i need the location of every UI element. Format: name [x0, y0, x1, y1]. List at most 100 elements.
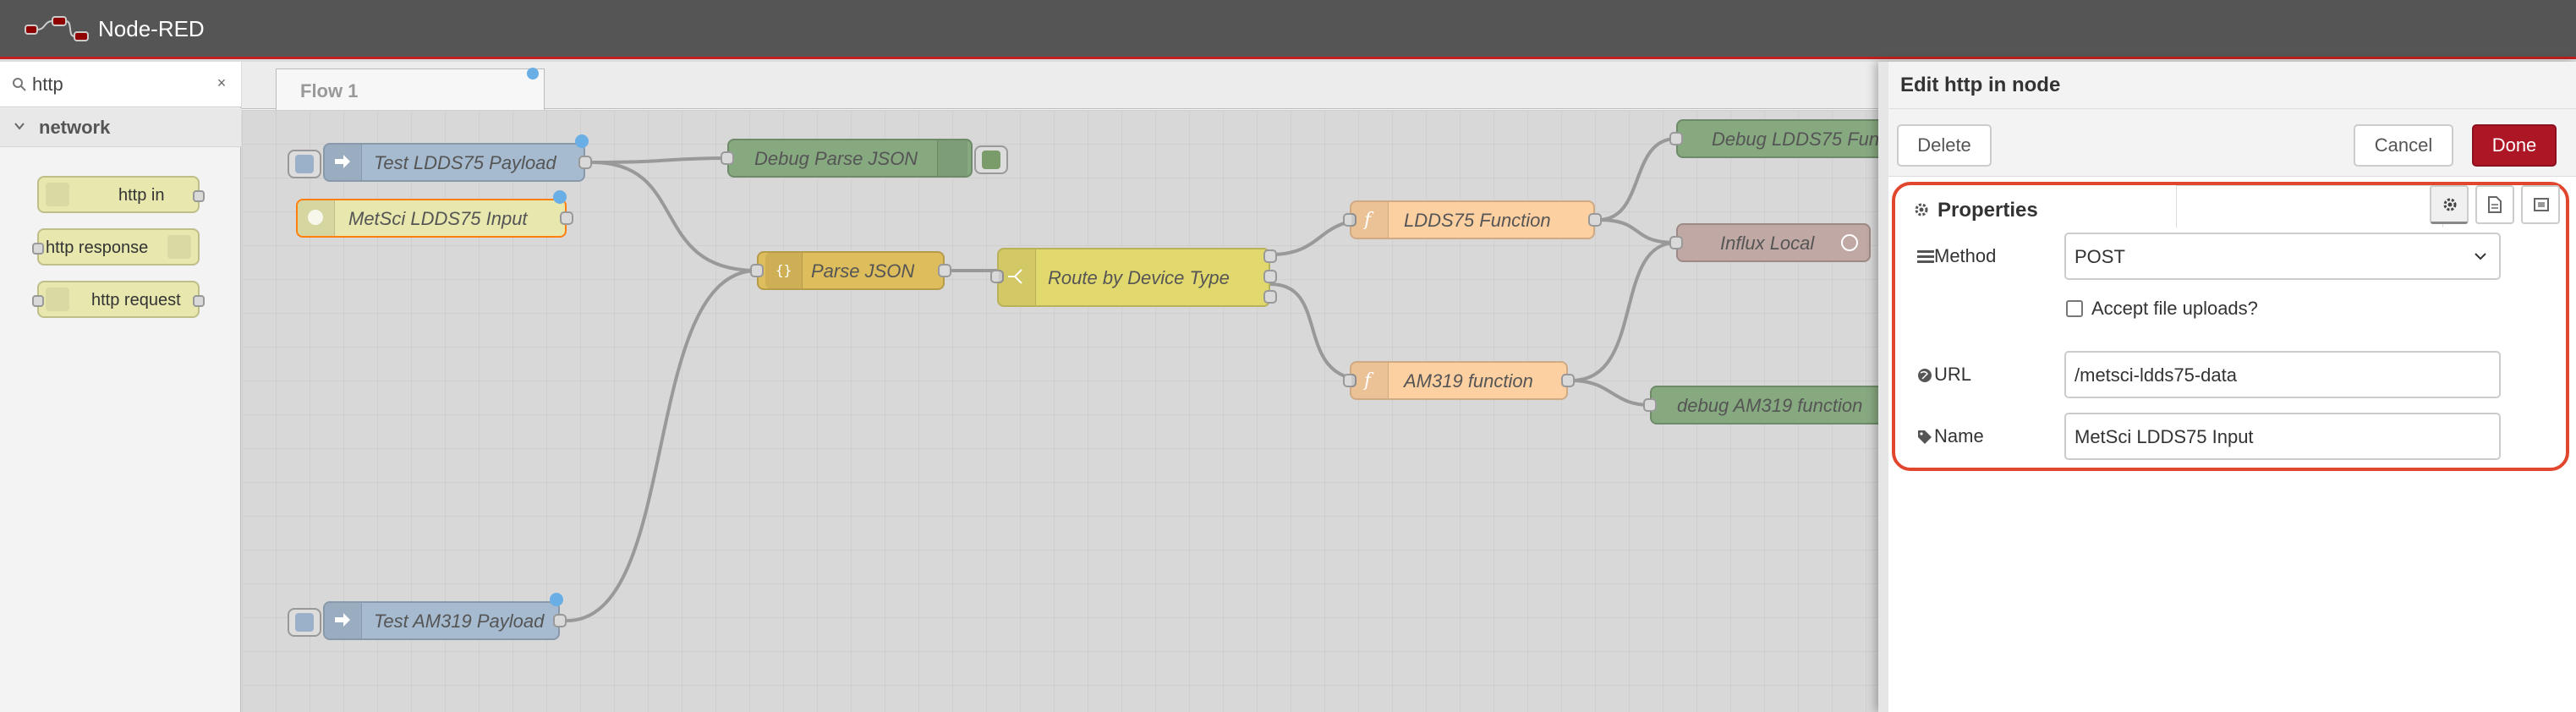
name-row: Name MetSci LDDS75 Input — [1912, 413, 2555, 463]
output-port[interactable] — [553, 614, 567, 627]
url-input[interactable]: /metsci-ldds75-data — [2064, 351, 2501, 398]
node-debug-am319-function[interactable]: debug AM319 function — [1643, 386, 1887, 424]
debug-list-icon — [937, 140, 967, 176]
input-port[interactable] — [1343, 374, 1357, 387]
input-port[interactable] — [1669, 236, 1683, 249]
input-port[interactable] — [1343, 213, 1357, 227]
appearance-icon — [2534, 198, 2549, 211]
properties-title: Properties — [1937, 199, 2038, 222]
node-debug-ldds75-function[interactable]: Debug LDDS75 Fun — [1669, 119, 1896, 158]
input-port[interactable] — [1669, 132, 1683, 145]
node-test-ldds75-payload[interactable]: Test LDDS75 Payload — [288, 134, 592, 182]
changed-indicator — [527, 68, 539, 79]
palette-node-http-response[interactable]: http response — [32, 228, 200, 266]
inject-node-icon — [325, 603, 362, 638]
input-port[interactable] — [750, 264, 764, 277]
gear-icon — [2443, 198, 2457, 211]
output-port[interactable] — [1588, 213, 1602, 227]
output-port[interactable] — [193, 190, 205, 202]
palette-node-http-request[interactable]: http request — [32, 281, 205, 318]
output-port[interactable] — [560, 211, 573, 225]
palette-category-network[interactable]: network — [0, 108, 241, 147]
output-port-3[interactable] — [1263, 290, 1277, 304]
properties-panel: Properties Method POST — [1892, 182, 2569, 471]
flow-wires — [566, 137, 1677, 622]
chevron-down-icon — [2475, 253, 2486, 260]
clear-search-icon[interactable]: × — [216, 74, 227, 91]
editor-title: Edit http in node — [1900, 74, 2061, 96]
output-port[interactable] — [1561, 374, 1575, 387]
node-debug-parse-json[interactable]: Debug Parse JSON — [721, 139, 1008, 178]
palette-category-label: network — [39, 117, 111, 138]
input-port[interactable] — [1643, 398, 1657, 412]
globe-icon — [46, 183, 69, 206]
output-port-1[interactable] — [1263, 249, 1277, 263]
tab-flow-1[interactable]: Flow 1 — [276, 68, 545, 110]
node-route-by-device-type[interactable]: Route by Device Type — [990, 248, 1277, 307]
switch-icon — [1008, 269, 1022, 284]
svg-text:f: f — [1362, 370, 1374, 390]
debug-toggle-button[interactable] — [974, 145, 1008, 174]
node-label: Debug Parse JSON — [754, 148, 918, 169]
node-metsci-ldds75-input[interactable]: MetSci LDDS75 Input — [296, 190, 573, 238]
flow-canvas[interactable]: Test LDDS75 Payload MetSci LDDS75 Input — [242, 110, 1896, 712]
arrow-right-icon — [335, 155, 350, 168]
input-port[interactable] — [32, 295, 44, 307]
accept-file-uploads-label[interactable]: Accept file uploads? — [2091, 298, 2258, 319]
input-port[interactable] — [32, 243, 44, 255]
output-port[interactable] — [578, 156, 592, 169]
node-parse-json[interactable]: {} Parse JSON — [750, 251, 951, 290]
output-port[interactable] — [938, 264, 951, 277]
tab-label: Flow 1 — [300, 80, 359, 101]
delete-button[interactable]: Delete — [1897, 124, 1992, 167]
chevron-down-icon — [14, 123, 25, 130]
palette-search-input[interactable]: http — [32, 74, 63, 95]
method-label: Method — [1934, 245, 1997, 266]
output-port-2[interactable] — [1263, 270, 1277, 283]
node-influx-local[interactable]: Influx Local — [1669, 223, 1871, 262]
cancel-button[interactable]: Cancel — [2354, 124, 2453, 167]
node-label: Test LDDS75 Payload — [374, 152, 556, 173]
function-node-icon: f — [1351, 202, 1389, 238]
node-label: MetSci LDDS75 Input — [348, 208, 528, 229]
document-icon — [2488, 196, 2502, 213]
editor-header: Edit http in node — [1888, 62, 2576, 109]
node-label: Influx Local — [1720, 233, 1815, 254]
braces-icon: {} — [776, 262, 792, 278]
name-input[interactable]: MetSci LDDS75 Input — [2064, 413, 2501, 460]
function-node-icon: f — [1351, 363, 1389, 398]
inject-button[interactable] — [288, 150, 321, 178]
inject-button[interactable] — [288, 608, 321, 637]
svg-text:f: f — [1362, 210, 1374, 229]
tab-description[interactable] — [2475, 185, 2514, 224]
node-red-logo-icon — [25, 16, 89, 41]
url-label: URL — [1934, 364, 1972, 385]
accept-file-uploads-checkbox[interactable] — [2066, 300, 2083, 317]
done-button[interactable]: Done — [2472, 124, 2557, 167]
app-header: Node-RED — [0, 0, 2576, 59]
node-ldds75-function[interactable]: f LDDS75 Function — [1343, 200, 1602, 239]
node-label: LDDS75 Function — [1404, 210, 1551, 231]
globe-icon — [1918, 369, 1932, 382]
node-editor-tray: Edit http in node Delete Cancel Done Pro… — [1878, 62, 2576, 712]
properties-header: Properties — [1904, 185, 2564, 233]
search-icon — [13, 78, 26, 91]
node-test-am319-payload[interactable]: Test AM319 Payload — [288, 593, 567, 640]
method-row: Method POST — [1912, 233, 2555, 283]
node-am319-function[interactable]: f AM319 function — [1343, 361, 1575, 400]
method-value: POST — [2075, 246, 2125, 267]
globe-node-icon — [298, 200, 335, 236]
method-select[interactable]: POST — [2064, 233, 2501, 280]
palette-search[interactable]: http × — [0, 62, 241, 107]
changed-indicator — [575, 134, 589, 148]
input-port[interactable] — [990, 270, 1004, 283]
tab-appearance[interactable] — [2521, 185, 2560, 224]
changed-indicator — [553, 190, 567, 204]
palette-node-http-in[interactable]: http in — [37, 176, 205, 213]
input-port[interactable] — [721, 151, 734, 165]
node-label: AM319 function — [1404, 370, 1533, 392]
changed-indicator — [550, 593, 563, 606]
tab-properties[interactable] — [2430, 185, 2469, 224]
output-port[interactable] — [193, 295, 205, 307]
